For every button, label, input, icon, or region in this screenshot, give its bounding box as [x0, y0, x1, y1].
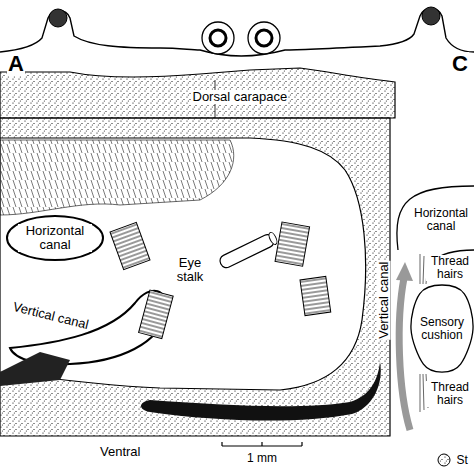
- statolith: [438, 454, 450, 466]
- flow-arrow: [399, 278, 410, 430]
- muscle-bundle: [275, 222, 310, 266]
- orientation-label: Ventral: [99, 445, 141, 459]
- part-label: Horizontal canal: [410, 207, 472, 233]
- horizontal-canal-wall: [397, 186, 474, 250]
- scale-bar: [222, 442, 302, 446]
- body-tissue: [0, 118, 390, 436]
- carapace-outline: [0, 9, 474, 57]
- part-label: Thread hairs: [426, 255, 474, 281]
- ventral-band: [141, 362, 381, 421]
- part-label: Horizontal canal: [18, 224, 92, 253]
- hair-field: [0, 140, 234, 215]
- muscle-bundle: [110, 222, 150, 269]
- horizontal-canal: [7, 216, 103, 260]
- part-label: St: [456, 454, 469, 467]
- muscle-bundle: [139, 290, 174, 339]
- scale-label: 1 mm: [246, 452, 278, 465]
- sensory-cushion: Sensory cushion: [410, 284, 474, 374]
- structure-label: Sensory cushion: [416, 316, 468, 342]
- part-label: Vertical canal: [10, 300, 90, 333]
- dorsal-carapace: [0, 68, 395, 118]
- part-label: Dorsal carapace: [192, 90, 289, 104]
- eye-ring: [248, 22, 280, 54]
- horn-cap: [422, 7, 440, 25]
- part-label: Eye stalk: [168, 256, 212, 285]
- horn-cap: [49, 9, 67, 27]
- eye-ring: [202, 22, 234, 54]
- muscle-bundle: [300, 276, 331, 315]
- part-label: Thread hairs: [426, 381, 474, 407]
- panel-letter: C: [451, 52, 469, 76]
- flow-arrowhead: [396, 262, 413, 281]
- eye-ring: [256, 30, 272, 46]
- panel-letter: A: [7, 52, 25, 76]
- eye-stalk: [218, 231, 279, 269]
- muscle: [0, 352, 70, 386]
- eye-ring: [210, 30, 226, 46]
- part-label: Vertical canal: [376, 260, 390, 339]
- cushion-outline: [411, 285, 473, 372]
